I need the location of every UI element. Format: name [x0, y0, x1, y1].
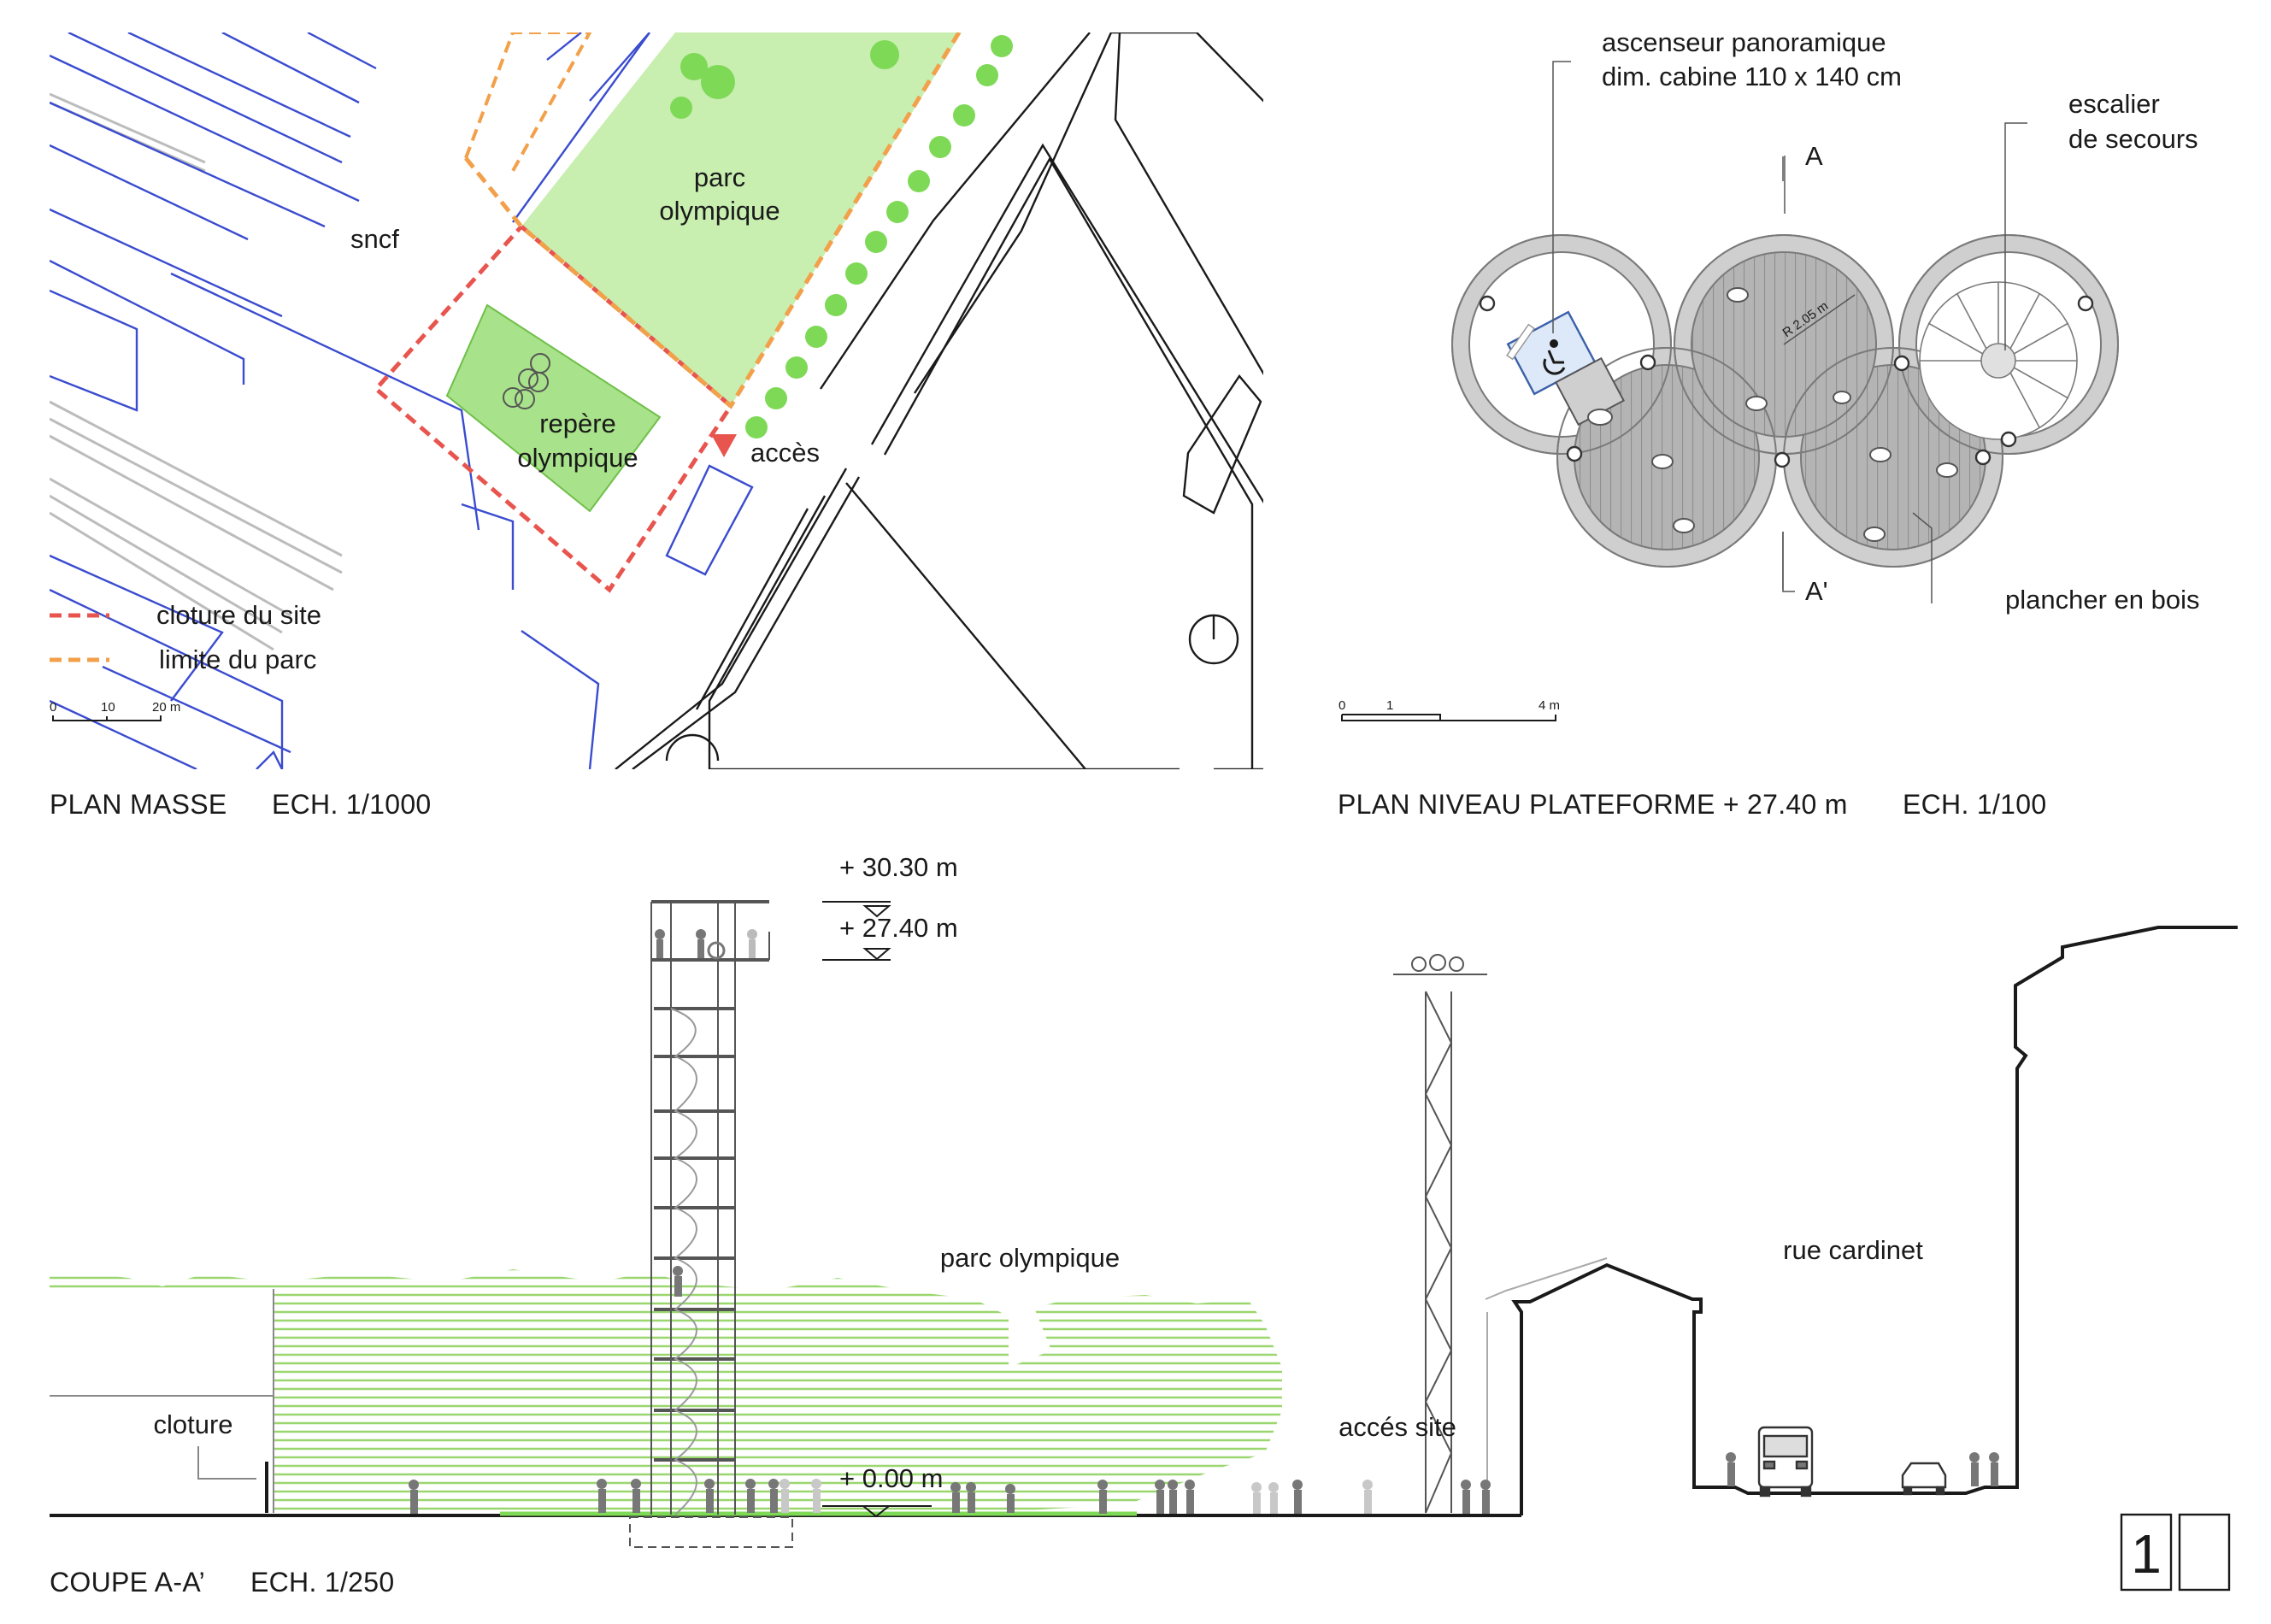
bus-stop-rect: [665, 464, 754, 576]
label-section-a: A: [1805, 141, 1823, 171]
label-escalier-line1: escalier: [2068, 89, 2160, 119]
lattice-mast: [1393, 954, 1487, 1514]
street-trees: [745, 35, 1013, 438]
elevator-icon: [1506, 310, 1625, 427]
scalebar-plateforme-0: 0: [1338, 698, 1345, 713]
street-profile-ghost: [1485, 1257, 1608, 1513]
park-limit-line: [464, 32, 962, 409]
scalebar-plateforme-4: 4 m: [1539, 698, 1560, 713]
page-number: 1: [2120, 1513, 2231, 1592]
rail-tracks: [50, 92, 343, 651]
park-limit-line-2: [464, 32, 592, 172]
access-arrow-icon: [711, 434, 737, 457]
plan-masse-title: PLAN MASSE: [50, 789, 227, 820]
scalebar-masse-10: 10: [101, 700, 115, 715]
leader-lines: [1552, 61, 2027, 603]
label-acces-site: accés site: [1338, 1412, 1456, 1442]
scalebar-masse-20: 20 m: [152, 700, 180, 715]
legend-label-park: limite du parc: [159, 644, 316, 674]
label-sncf: sncf: [350, 224, 399, 254]
park-hedge-hatch: [50, 1269, 1282, 1513]
tower-top-people: [655, 929, 757, 960]
platform-posts: [1479, 295, 2094, 468]
street-profile: [1511, 926, 2238, 1515]
north-arrow-icon: [1188, 614, 1239, 665]
legend-label-fence: cloture du site: [156, 600, 321, 630]
parc-olympique-area: [521, 32, 962, 406]
scalebar-plateforme-1: 1: [1386, 698, 1393, 713]
level-3030: + 30.30 m: [839, 852, 958, 882]
observation-tower: [650, 900, 770, 1515]
label-acces: accès: [750, 438, 820, 468]
coupe-scale: ECH. 1/250: [250, 1567, 394, 1598]
street-outlines: [615, 32, 1263, 769]
label-repere-line2: olympique: [517, 443, 638, 473]
label-section-a-prime: A': [1805, 576, 1828, 606]
label-escalier-line2: de secours: [2068, 124, 2198, 154]
page-number-text: 1: [2131, 1523, 2162, 1585]
cloture-wall: [50, 1289, 274, 1513]
label-rue: rue cardinet: [1783, 1235, 1923, 1265]
level-2740: + 27.40 m: [839, 913, 958, 943]
park-trees: [670, 40, 899, 119]
radius-line: [1783, 294, 1856, 345]
label-parc-coupe: parc olympique: [940, 1243, 1120, 1273]
label-parc-line1: parc: [694, 162, 745, 192]
foundation: [629, 1516, 793, 1548]
people-top-view: [1587, 287, 1958, 542]
bus-icon: [1757, 1426, 1814, 1497]
pedestrians: [409, 1266, 1999, 1514]
label-repere-line1: repère: [539, 409, 616, 438]
olympic-rings-mini: [503, 353, 550, 409]
coupe: + 30.30 m + 27.40 m + 0.00 m: [50, 852, 2238, 1598]
plan-plateforme-scale: ECH. 1/100: [1903, 789, 2046, 820]
spiral-staircase-icon: [1919, 281, 2078, 440]
label-ascenseur-line2: dim. cabine 110 x 140 cm: [1602, 62, 1902, 91]
label-cloture: cloture: [153, 1409, 232, 1439]
site-fence-line: [373, 225, 734, 593]
scalebar-masse: 0 10 20 m: [50, 700, 180, 721]
level-markers: [822, 901, 932, 1518]
car-icon: [1901, 1462, 1947, 1496]
label-plancher: plancher en bois: [2005, 585, 2200, 615]
plan-plateforme: R 2.05 m ascenseur panoramique dim. cabi…: [1338, 27, 2200, 820]
plan-masse-scale: ECH. 1/1000: [272, 789, 432, 820]
level-000: + 0.00 m: [839, 1463, 944, 1493]
label-ascenseur-line1: ascenseur panoramique: [1602, 27, 1886, 57]
repere-olympique-plot: [445, 303, 662, 513]
legend: cloture du site limite du parc: [50, 600, 321, 674]
plan-masse: sncf parc olympique repère olympique acc…: [50, 32, 1263, 820]
label-parc-line2: olympique: [659, 196, 780, 226]
scalebar-masse-0: 0: [50, 700, 56, 715]
scalebar-plateforme: 0 1 4 m: [1338, 698, 1560, 721]
plan-plateforme-title: PLAN NIVEAU PLATEFORME + 27.40 m: [1338, 789, 1848, 820]
rail-lines: [50, 32, 685, 769]
coupe-title: COUPE A-A’: [50, 1567, 205, 1598]
